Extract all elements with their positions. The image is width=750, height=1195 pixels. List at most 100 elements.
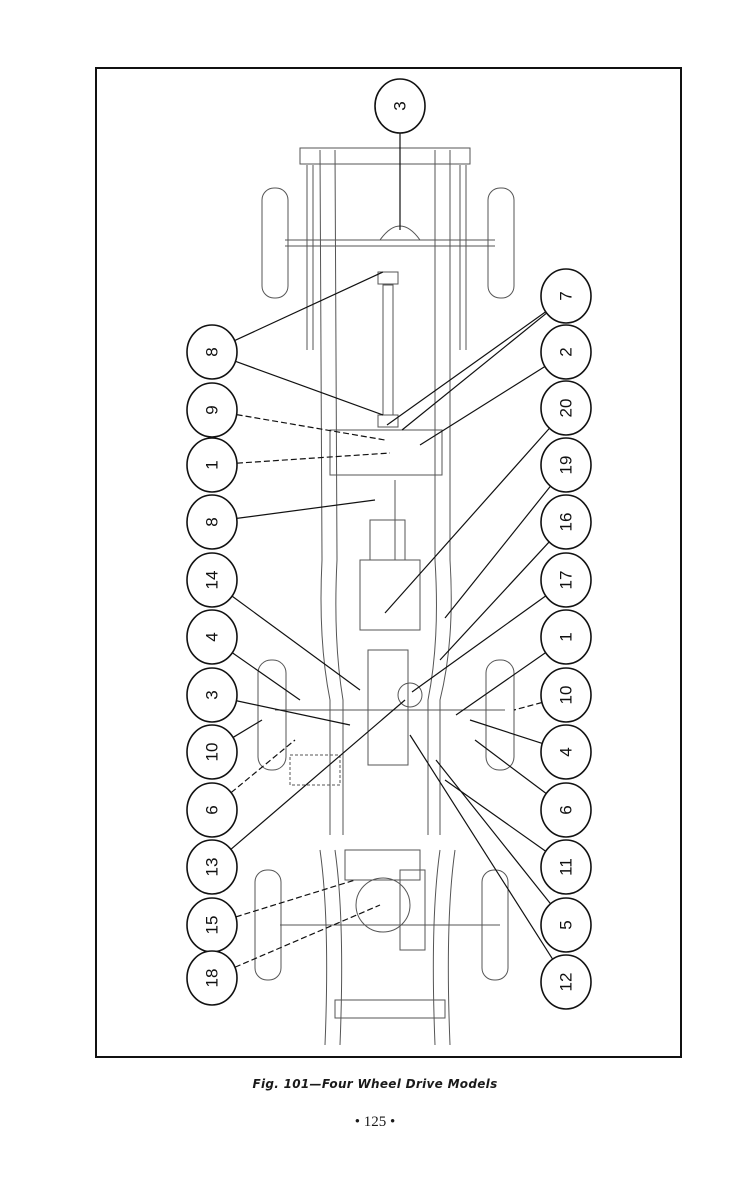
callout-right-12: 12 xyxy=(540,954,592,1010)
callout-number: 16 xyxy=(557,513,576,532)
callout-right-20: 20 xyxy=(540,380,592,436)
leader-line-left-6 xyxy=(230,739,296,794)
front-radiator-core xyxy=(399,869,426,951)
callout-circle xyxy=(540,380,592,436)
leader-line-left-14 xyxy=(231,595,361,691)
rear-outer-rail-right xyxy=(459,165,467,350)
leader-line-right-17 xyxy=(411,595,547,693)
front-wheel-right xyxy=(485,659,515,771)
callout-left-4: 4 xyxy=(186,609,238,665)
callout-number: 3 xyxy=(203,690,222,699)
callout-number: 15 xyxy=(203,916,222,935)
front-lower-wheel-left xyxy=(254,869,282,981)
callout-number: 12 xyxy=(557,973,576,992)
callout-circle xyxy=(186,950,238,1006)
front-lower-wheel-right xyxy=(481,869,509,981)
callout-circle xyxy=(374,78,426,134)
callout-circle xyxy=(540,724,592,780)
leader-line-left-15 xyxy=(235,879,356,918)
front-frame-left xyxy=(319,849,343,1046)
leader-line-left-1 xyxy=(236,452,391,464)
callout-number: 17 xyxy=(557,571,576,590)
callout-number: 6 xyxy=(203,805,222,814)
callout-number: 9 xyxy=(203,405,222,414)
leader-line-right-20 xyxy=(384,427,550,614)
callout-circle xyxy=(186,494,238,550)
transmission xyxy=(369,519,406,561)
leader-line-right-2 xyxy=(419,365,546,446)
rear-wheel-right xyxy=(487,187,515,299)
leader-line-right-1 xyxy=(455,652,546,716)
transfer-case xyxy=(359,559,421,631)
callout-circle xyxy=(540,839,592,895)
front-engine-top xyxy=(344,849,421,881)
frame-rail-right-inner xyxy=(427,150,437,835)
callout-circle xyxy=(186,724,238,780)
callout-right-7: 7 xyxy=(540,268,592,324)
leader-line-left-13 xyxy=(230,699,406,850)
leader-lines xyxy=(230,133,554,968)
leader-line-right-5 xyxy=(435,759,551,905)
callout-left-1: 1 xyxy=(186,437,238,493)
callout-left-13: 13 xyxy=(186,839,238,895)
center-crossmember xyxy=(329,429,443,476)
callout-number: 2 xyxy=(557,347,576,356)
callout-number: 14 xyxy=(203,571,222,590)
callout-left-6: 6 xyxy=(186,782,238,838)
callout-left-9: 9 xyxy=(186,382,238,438)
callout-left-14: 14 xyxy=(186,552,238,608)
frame-rail-left xyxy=(319,149,331,835)
callout-right-4: 4 xyxy=(540,724,592,780)
callout-circle xyxy=(540,494,592,550)
callout-circle xyxy=(186,324,238,380)
callout-circle xyxy=(186,839,238,895)
front-wheel-left xyxy=(257,659,287,771)
callout-number: 18 xyxy=(203,969,222,988)
callout-number: 3 xyxy=(391,101,410,110)
callout-right-1: 1 xyxy=(540,609,592,665)
figure-frame xyxy=(95,67,682,1058)
callout-left-10: 10 xyxy=(186,724,238,780)
callout-number: 4 xyxy=(557,747,576,756)
callout-circle xyxy=(540,437,592,493)
rear-universal-joint xyxy=(377,271,399,285)
chassis-drawing xyxy=(254,147,515,1046)
leader-line-left-10 xyxy=(232,719,263,738)
rear-propeller-shaft xyxy=(382,284,394,416)
callout-circle xyxy=(186,437,238,493)
callout-left-3: 3 xyxy=(186,667,238,723)
callout-left-15: 15 xyxy=(186,897,238,953)
callout-circle xyxy=(540,609,592,665)
callout-number: 5 xyxy=(557,920,576,929)
callout-right-16: 16 xyxy=(540,494,592,550)
callout-circle xyxy=(186,382,238,438)
frame-rail-left-inner xyxy=(334,149,344,835)
callout-left-8: 8 xyxy=(186,324,238,380)
leader-line-right-12 xyxy=(409,734,554,960)
callout-right-2: 2 xyxy=(540,324,592,380)
front-frame-right xyxy=(432,849,456,1046)
callout-left-8: 8 xyxy=(186,494,238,550)
leader-line-left-18 xyxy=(234,904,381,968)
callout-circle xyxy=(540,268,592,324)
callout-number: 11 xyxy=(557,858,576,876)
leader-line-right-7 xyxy=(386,311,547,426)
leader-line-right-10 xyxy=(513,701,543,711)
front-air-cleaner xyxy=(355,877,411,933)
figure-caption: Fig. 101—Four Wheel Drive Models xyxy=(252,1077,498,1091)
callout-number: 20 xyxy=(557,399,576,418)
front-bumper xyxy=(334,999,446,1019)
rear-outer-rail-left xyxy=(306,165,314,350)
leader-line-left-4 xyxy=(231,652,301,701)
center-universal-joint xyxy=(377,414,399,428)
rear-crossmember xyxy=(299,147,471,165)
callout-right-19: 19 xyxy=(540,437,592,493)
callout-number: 8 xyxy=(203,347,222,356)
callout-circle xyxy=(540,667,592,723)
callout-circle xyxy=(186,667,238,723)
callout-circle xyxy=(186,782,238,838)
engine-block xyxy=(367,649,409,766)
leader-line-left-8 xyxy=(236,499,376,519)
